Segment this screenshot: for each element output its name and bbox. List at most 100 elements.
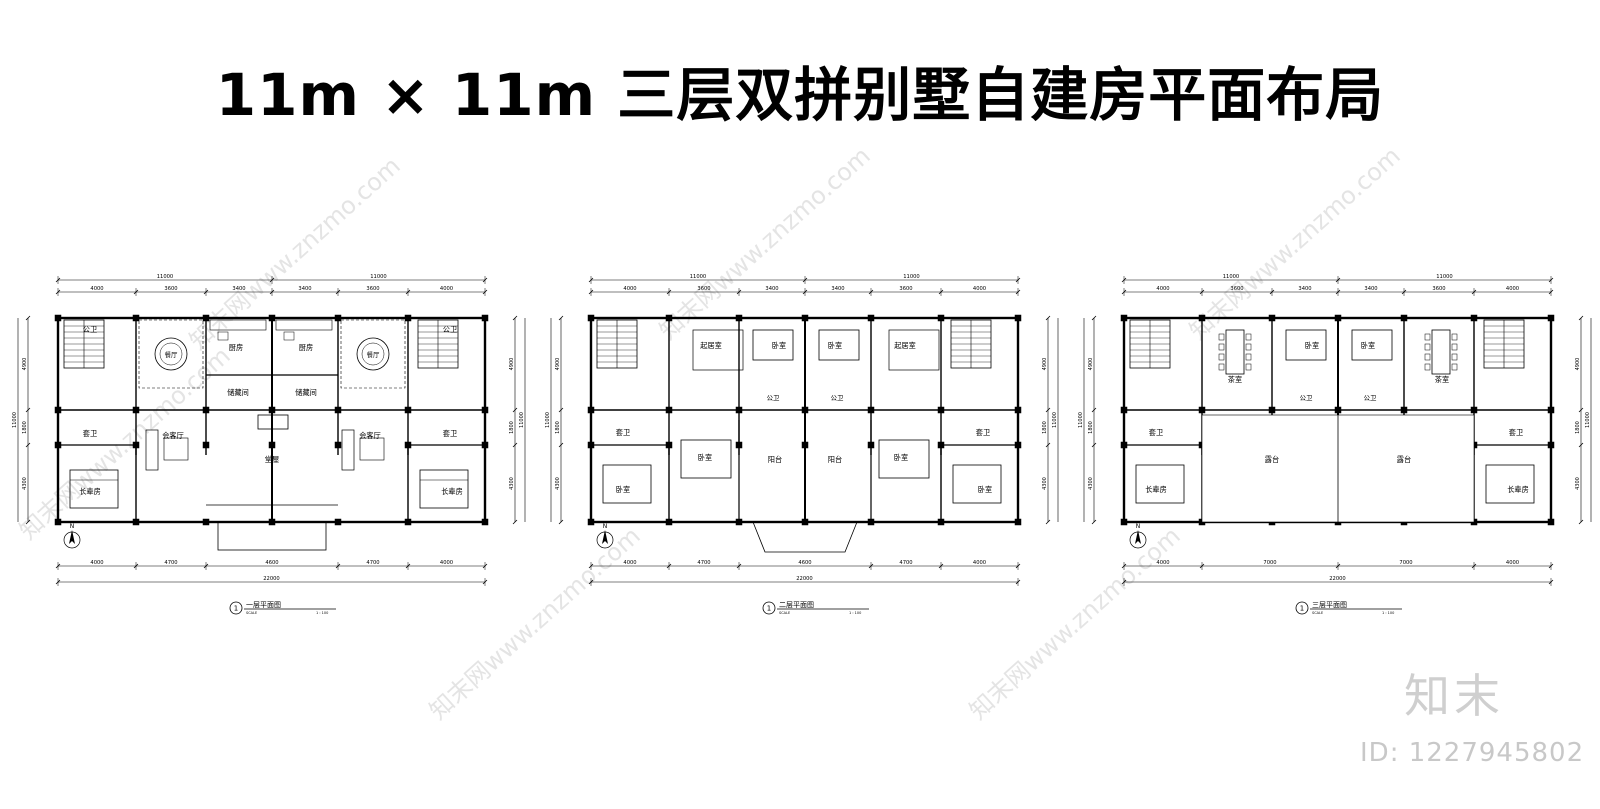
side-dim-label: 4900 <box>555 358 561 371</box>
structural-column <box>665 314 673 322</box>
structural-column <box>1120 314 1128 322</box>
structural-column <box>404 406 412 414</box>
side-dim-tick <box>1091 315 1097 321</box>
bed <box>818 329 860 361</box>
image-id: ID: 1227945802 <box>1360 738 1585 768</box>
side-dim-tick <box>1578 519 1584 525</box>
side-dim-tick <box>1091 519 1097 525</box>
side-total-label: 11000 <box>519 412 525 428</box>
bed <box>952 464 1002 504</box>
side-dim-label: 4900 <box>1575 358 1581 371</box>
structural-column <box>1120 518 1128 526</box>
north-arrow-label: N <box>70 523 75 530</box>
room-label: 卧室 <box>698 453 712 462</box>
side-dim-label: 4300 <box>1575 477 1581 490</box>
top-dim-label: 3600 <box>1432 286 1445 292</box>
structural-column <box>1014 314 1022 322</box>
structural-column <box>587 441 595 449</box>
caption-title: 三层平面图 <box>1312 601 1347 609</box>
room-label: 阳台 <box>768 455 782 464</box>
structural-column <box>937 406 945 414</box>
bottom-dim-label: 7000 <box>1263 560 1276 566</box>
caption-scale: 1 : 100 <box>849 611 861 615</box>
structural-column <box>132 518 140 526</box>
room-label: 卧室 <box>828 341 842 350</box>
side-dim-tick <box>512 442 518 448</box>
bottom-total-dim-label: 22000 <box>263 576 280 582</box>
caption-scale: 1 : 100 <box>1382 611 1394 615</box>
structural-column <box>481 441 489 449</box>
bay-balcony <box>752 521 858 553</box>
top-dim-label: 4000 <box>90 286 103 292</box>
room-label: 长辈房 <box>441 487 463 496</box>
structural-column <box>132 314 140 322</box>
structural-column <box>334 406 342 414</box>
tea-chair <box>1424 353 1431 361</box>
north-arrow-needle <box>602 530 608 544</box>
bottom-dim-label: 7000 <box>1399 560 1412 566</box>
side-dim-label: 4300 <box>555 477 561 490</box>
kitchen-counter <box>209 319 267 331</box>
coffee-table <box>359 437 385 461</box>
bottom-dim-label: 4600 <box>798 560 811 566</box>
bed <box>602 464 652 504</box>
structural-column <box>1470 314 1478 322</box>
side-dim-label: 4300 <box>22 477 28 490</box>
room-label: 公卫 <box>443 325 457 334</box>
side-dim-tick <box>25 315 31 321</box>
side-dim-tick <box>1045 442 1051 448</box>
tea-chair <box>1218 343 1225 351</box>
top-dim-label: 3400 <box>765 286 778 292</box>
structural-column <box>587 314 595 322</box>
tea-table <box>1225 329 1245 375</box>
structural-column <box>587 518 595 526</box>
structural-column <box>334 441 342 449</box>
room-label: 套卫 <box>1149 428 1163 437</box>
side-dim-tick <box>512 407 518 413</box>
structural-column <box>1198 406 1206 414</box>
top-total-dim-label: 11000 <box>903 274 920 280</box>
sofa <box>145 429 159 471</box>
room-label: 公卫 <box>83 325 97 334</box>
structural-column <box>665 406 673 414</box>
structural-column <box>404 518 412 526</box>
structural-column <box>268 406 276 414</box>
room-label: 储藏间 <box>295 388 317 397</box>
room-label: 卧室 <box>978 485 992 494</box>
top-dim-label: 3600 <box>899 286 912 292</box>
top-dim-label: 4000 <box>1506 286 1519 292</box>
structural-column <box>1268 406 1276 414</box>
structural-column <box>1120 441 1128 449</box>
structural-column <box>1400 314 1408 322</box>
side-dim-label: 1800 <box>22 421 28 434</box>
tea-table <box>1431 329 1451 375</box>
north-arrow-needle <box>69 530 75 544</box>
room-label: 公卫 <box>831 394 844 402</box>
structural-column <box>268 441 276 449</box>
side-dim-label: 1800 <box>1088 421 1094 434</box>
side-dim-tick <box>558 407 564 413</box>
side-dim-tick <box>1045 315 1051 321</box>
tea-chair <box>1245 363 1252 371</box>
side-dim-label: 4900 <box>22 358 28 371</box>
bed <box>680 439 732 479</box>
bed <box>419 469 469 509</box>
room-label: 卧室 <box>772 341 786 350</box>
round-table <box>356 337 390 371</box>
north-arrow: N <box>596 523 614 549</box>
caption-marker: 1 <box>767 605 771 613</box>
side-dim-label: 1800 <box>1042 421 1048 434</box>
room-label: 公卫 <box>767 394 780 402</box>
bottom-dim-label: 4000 <box>973 560 986 566</box>
structural-column <box>1334 406 1342 414</box>
bottom-dim-label: 4000 <box>1506 560 1519 566</box>
room-label: 阳台 <box>828 455 842 464</box>
dining-area <box>138 319 204 389</box>
structural-column <box>481 314 489 322</box>
top-dim-label: 3400 <box>232 286 245 292</box>
bottom-dim-label: 4600 <box>265 560 278 566</box>
room-label: 卧室 <box>894 453 908 462</box>
top-total-dim-label: 11000 <box>1223 274 1240 280</box>
kitchen-counter <box>275 319 333 331</box>
